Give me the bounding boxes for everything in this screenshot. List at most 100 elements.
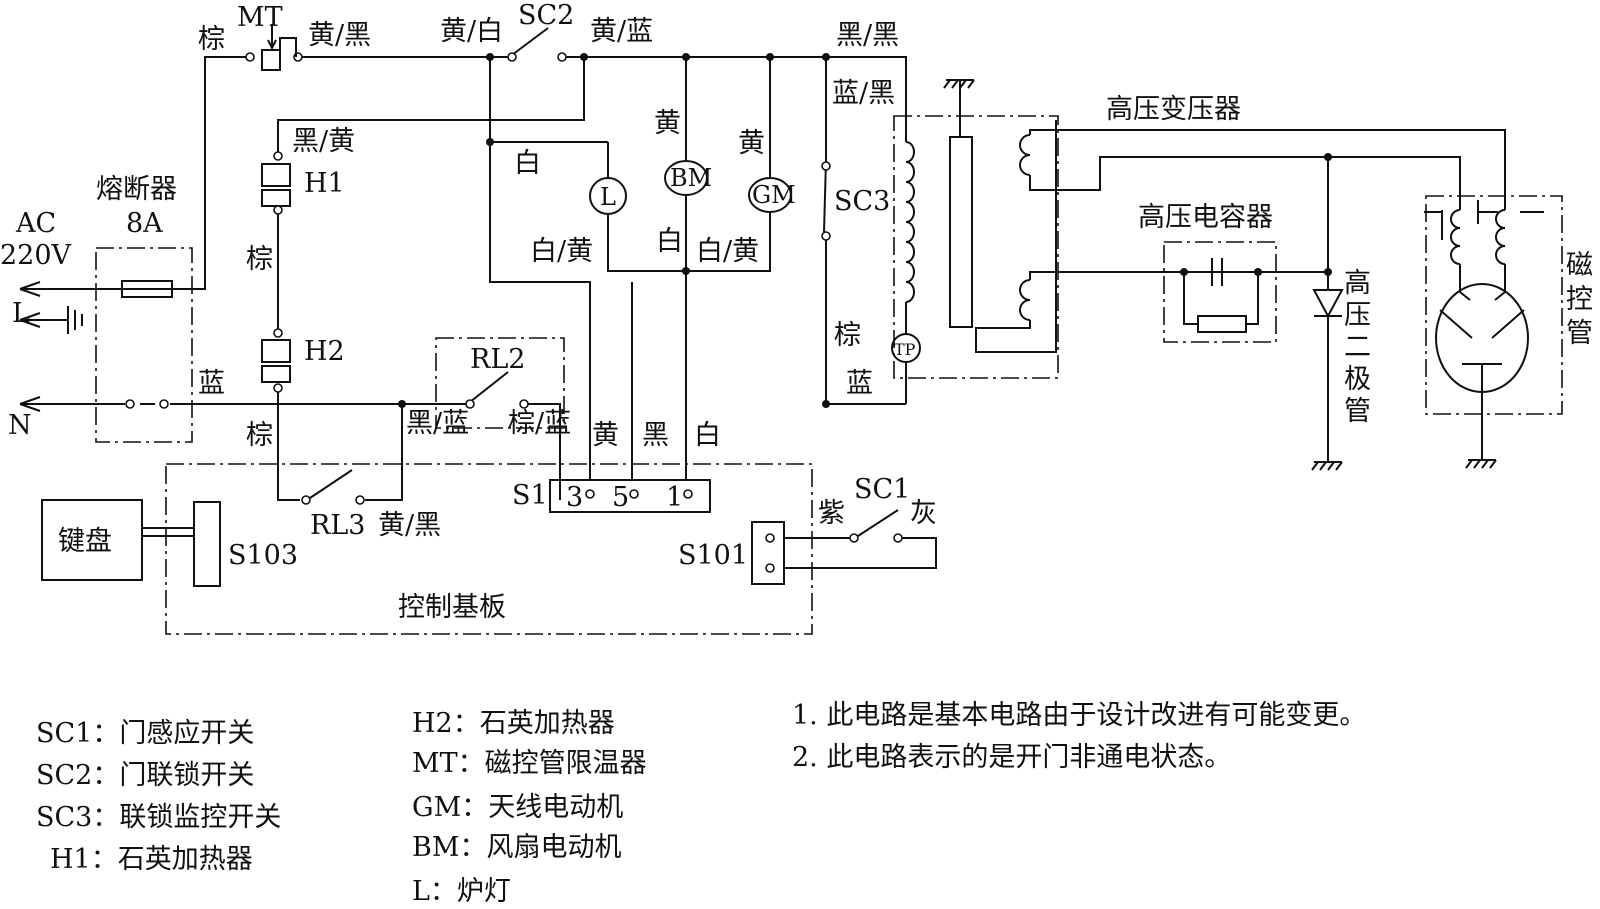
mt-label: MT — [237, 2, 283, 33]
transformer-primary — [905, 141, 915, 303]
h2-heater-top — [261, 339, 291, 363]
lamp-letter: L — [600, 183, 616, 211]
s1-pin-1: 1 — [666, 482, 683, 513]
keyboard-label: 键盘 — [58, 526, 112, 557]
wire-color-huang-s1: 黄 — [592, 420, 619, 451]
wire-color-bai-bm: 白 — [656, 226, 683, 257]
wire-color-bai-l: 白 — [514, 148, 541, 179]
wire-color-lan-sc3: 蓝 — [846, 368, 873, 399]
wire-color-bai-huang-1: 白/黄 — [530, 236, 593, 267]
note-1: 1. 此电路是基本电路由于设计改进有可能变更。 — [792, 700, 1366, 731]
control-board-label: 控制基板 — [398, 592, 506, 623]
s1-switch-block — [549, 479, 711, 513]
transformer-secondary-filament — [1019, 134, 1031, 176]
l-line-label: L — [12, 298, 30, 329]
wire-color-huang-hei-rl3: 黄/黑 — [378, 510, 441, 541]
wire-color-zong-lan: 棕/蓝 — [508, 408, 571, 439]
capacitor-enclosure — [1163, 241, 1277, 343]
hv-diode-char-1: 高 — [1344, 268, 1371, 299]
wire-color-huang-lan: 黄/蓝 — [590, 16, 653, 47]
wire-color-zong-bottom: 棕 — [246, 420, 273, 451]
hv-bleeder-resistor — [1197, 315, 1247, 333]
bm-letter: BM — [670, 164, 712, 192]
wire-color-hei-huang: 黑/黄 — [292, 126, 355, 157]
wire-color-huang-bai: 黄/白 — [440, 16, 503, 47]
rl2-blade — [469, 371, 509, 403]
wire-color-hei-s1: 黑 — [642, 420, 669, 451]
legend-item-sc2: SC2：门联锁开关 — [36, 760, 254, 791]
hv-transformer-label: 高压变压器 — [1106, 94, 1241, 125]
s1-pin-3: 3 — [566, 482, 583, 513]
fuse-enclosure — [95, 247, 193, 443]
sc1-blade — [857, 509, 899, 537]
wire-color-lan-hei: 蓝/黑 — [832, 78, 895, 109]
h1-label: H1 — [304, 168, 345, 199]
fuse-label: 熔断器 — [96, 174, 177, 205]
s1-label: S1 — [512, 480, 548, 511]
wiring — [19, 27, 1544, 587]
magnetron-filament-coil-b — [1495, 209, 1506, 265]
h2-label: H2 — [304, 336, 345, 367]
transformer-core — [949, 136, 973, 328]
wire-color-zi: 紫 — [818, 498, 845, 529]
h2-heater-bot — [261, 365, 291, 383]
sc3-label: SC3 — [834, 186, 890, 217]
control-board-enclosure — [165, 463, 813, 635]
wire-to-h1 — [277, 57, 585, 152]
transformer-enclosure — [893, 115, 1059, 379]
tp-letter: TP — [894, 340, 916, 359]
fuse-element — [121, 280, 173, 298]
wire-l-line — [20, 56, 250, 290]
wire-color-lan-n: 蓝 — [198, 368, 225, 399]
wire-huang-bai — [489, 57, 591, 480]
mt-thermostat — [261, 49, 281, 71]
hv-diode-symbol — [1312, 289, 1344, 319]
legend-item-gm: GM：天线电动机 — [412, 792, 623, 823]
antenna-motor-symbol — [748, 177, 792, 213]
wire-color-bai-huang-2: 白/黄 — [696, 236, 759, 267]
wire-color-zong-h: 棕 — [246, 244, 273, 275]
transformer-secondary-hv — [1019, 279, 1031, 321]
terminals — [125, 24, 1332, 573]
magnetron-enclosure — [1425, 195, 1563, 415]
note-2: 2. 此电路表示的是开门非通电状态。 — [792, 742, 1231, 773]
legend: SC1：门感应开关 SC2：门联锁开关 SC3：联锁监控开关 H1：石英加热器 … — [36, 700, 1366, 907]
h1-heater-bot — [261, 189, 291, 207]
wire-color-hui: 灰 — [910, 498, 937, 529]
s101-label: S101 — [678, 540, 748, 571]
n-line-label: N — [8, 410, 32, 441]
hv-diode-char-2: 压 — [1344, 300, 1371, 331]
wire-color-bai-s1: 白 — [694, 420, 721, 451]
magnetron-filament-coil-a — [1450, 209, 1461, 265]
gm-letter: GM — [752, 181, 796, 209]
sc2-label: SC2 — [518, 0, 574, 31]
wire-color-huang-gm: 黄 — [738, 128, 765, 159]
voltage-label: 220V — [0, 240, 72, 271]
rl3-label: RL3 — [310, 510, 365, 541]
wire-color-hei-hei: 黑/黑 — [836, 20, 899, 51]
fuse-rating-label: 8A — [126, 208, 163, 239]
legend-item-h1: H1：石英加热器 — [50, 844, 253, 875]
s101-connector — [751, 521, 785, 585]
wire-color-huang-hei: 黄/黑 — [308, 20, 371, 51]
magnetron-char-1: 磁 — [1566, 250, 1593, 281]
wire-color-zong: 棕 — [198, 24, 225, 55]
s103-connector — [193, 501, 221, 587]
legend-item-sc3: SC3：联锁监控开关 — [36, 802, 281, 833]
magnetron-char-2: 控 — [1566, 284, 1593, 315]
rl2-enclosure — [435, 337, 565, 429]
hv-capacitor-label: 高压电容器 — [1138, 202, 1273, 233]
rl2-label: RL2 — [470, 344, 525, 375]
wire-color-hei-lan: 黑/蓝 — [406, 408, 469, 439]
enclosures — [95, 115, 1563, 635]
wire-color-zong-sc3: 棕 — [834, 320, 861, 351]
legend-item-sc1: SC1：门感应开关 — [36, 718, 254, 749]
labels: MT 棕 黄/黑 黄/白 SC2 黄/蓝 黑/黑 蓝/黑 高压变压器 黑/黄 H… — [0, 0, 1593, 623]
s1-pin-5: 5 — [612, 482, 629, 513]
legend-item-bm: BM：风扇电动机 — [412, 832, 622, 863]
h1-heater-top — [261, 163, 291, 187]
hv-diode-char-4: 极 — [1344, 364, 1371, 395]
keyboard-box — [41, 499, 143, 581]
wire-color-huang-bm: 黄 — [654, 108, 681, 139]
